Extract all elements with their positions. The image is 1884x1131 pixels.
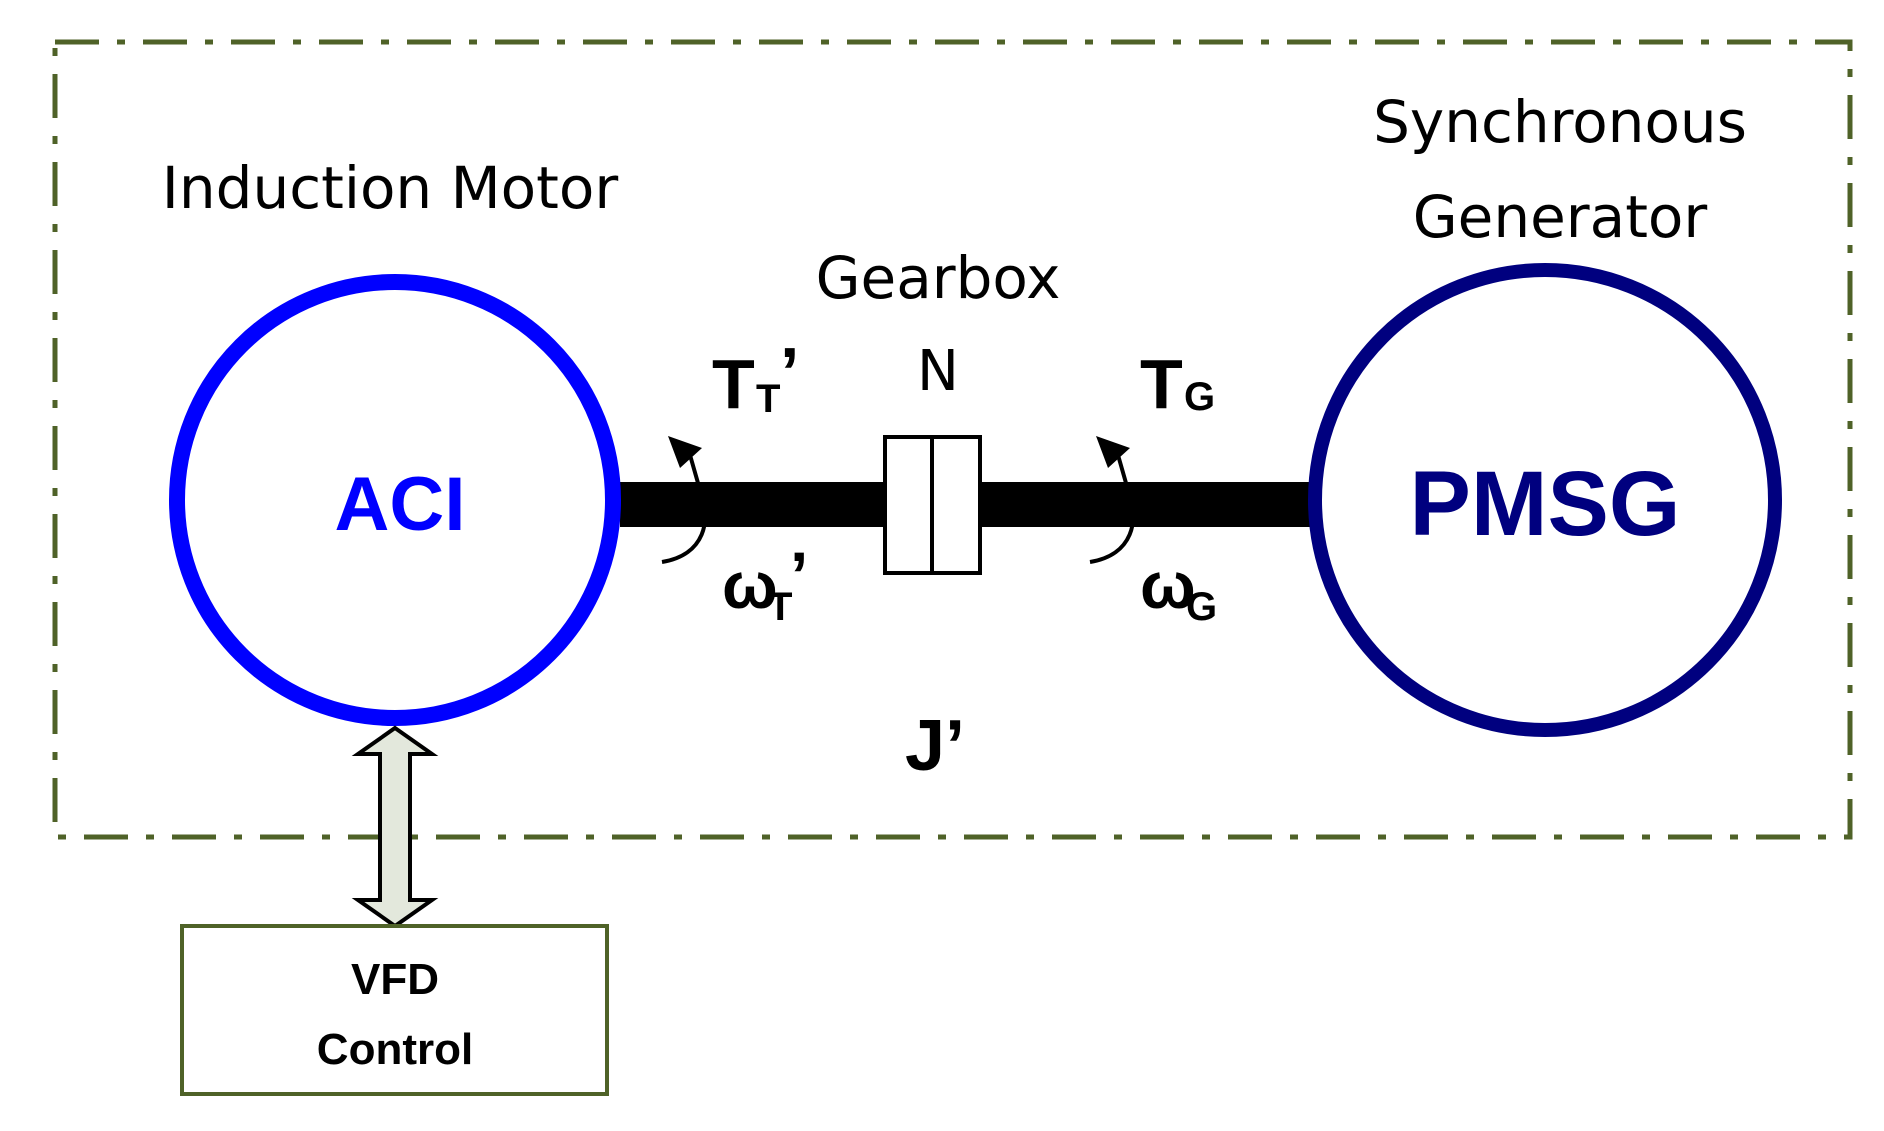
- generator-core-label: PMSG: [1410, 453, 1681, 555]
- vfd-link-arrow: [351, 725, 439, 929]
- omega-turbine-main: ω: [722, 548, 778, 622]
- vfd-label-line1: VFD: [351, 955, 439, 1004]
- torque-gen-sub: G: [1184, 375, 1215, 419]
- shaft-right: [980, 482, 1310, 527]
- turbine-rotation-arrow: [661, 436, 708, 564]
- torque-turbine-prime: ’: [780, 333, 799, 411]
- generator-rotation-arrow: [1089, 436, 1136, 564]
- system-boundary: [52, 39, 1853, 840]
- vfd-label-line2: Control: [317, 1025, 473, 1074]
- synchronous-label-line1: Synchronous: [1373, 88, 1747, 156]
- synchronous-label-line2: Generator: [1413, 183, 1708, 251]
- shaft-left: [620, 482, 885, 527]
- torque-gen-main: T: [1140, 345, 1183, 423]
- inertia-label: J’: [905, 706, 965, 786]
- motor-core-label: ACI: [335, 462, 466, 547]
- omega-gen-main: ω: [1140, 548, 1196, 622]
- torque-turbine-main: T: [712, 345, 755, 423]
- vfd-control-box: [180, 924, 609, 1096]
- gearbox-label: Gearbox: [816, 244, 1061, 312]
- gearbox-block: [883, 435, 982, 575]
- omega-turbine-prime: ’: [790, 538, 808, 612]
- omega-turbine-sub: T: [768, 585, 792, 629]
- generator-circle: [1308, 263, 1782, 737]
- omega-gen-sub: G: [1186, 585, 1217, 629]
- gear-ratio-label: N: [917, 339, 959, 404]
- torque-turbine-sub: T: [756, 377, 780, 421]
- induction-motor-circle: [169, 274, 621, 726]
- induction-motor-label: Induction Motor: [162, 154, 619, 222]
